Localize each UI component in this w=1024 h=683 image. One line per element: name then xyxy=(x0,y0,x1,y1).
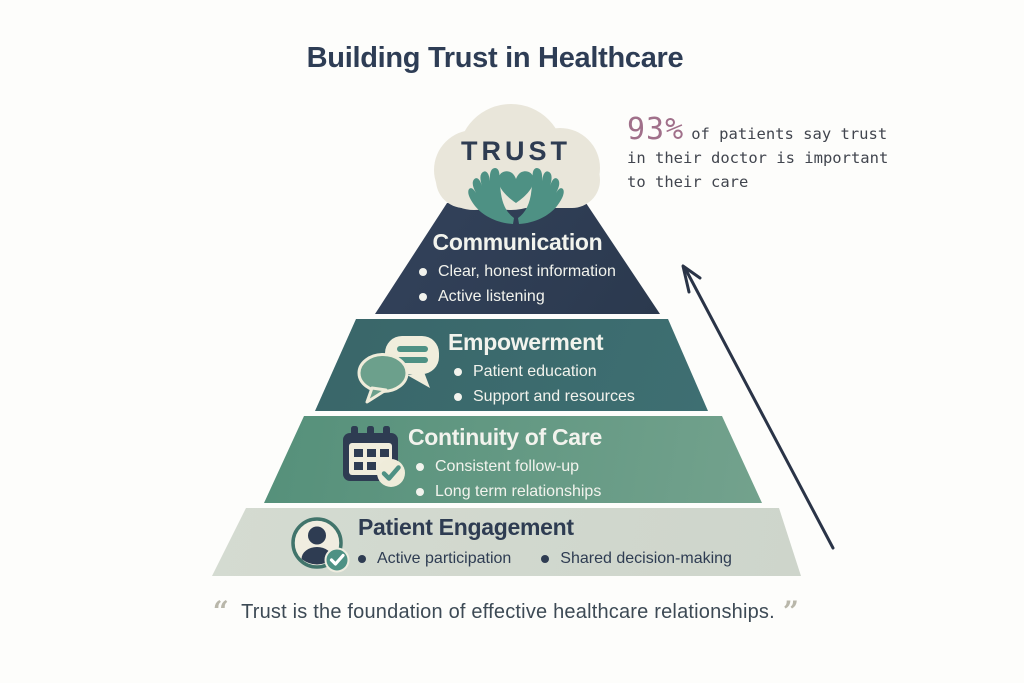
chat-bubbles-icon xyxy=(357,336,439,404)
level-text-empowerment: Empowerment Patient education Support an… xyxy=(448,329,698,406)
stat-line: in their doctor is important xyxy=(627,149,889,167)
bullet-item: Active participation xyxy=(358,550,511,568)
calendar-check-icon xyxy=(343,426,405,487)
bullet-label: Active participation xyxy=(377,550,512,567)
level-title: Continuity of Care xyxy=(408,424,602,450)
level-text-patient-engagement: Patient Engagement Active participation … xyxy=(358,514,758,568)
person-check-icon xyxy=(291,517,350,573)
bullet-item: Patient education xyxy=(454,363,698,381)
stat-line: to their care xyxy=(627,173,749,191)
stat-text: of patients say trust xyxy=(691,125,888,143)
level-title: Communication xyxy=(432,229,603,255)
level-title: Patient Engagement xyxy=(358,514,574,540)
level-title: Empowerment xyxy=(448,329,604,355)
bullet-item: Long term relationships xyxy=(416,483,698,501)
bullet-item: Clear, honest information xyxy=(419,263,660,281)
bullet-label: Shared decision-making xyxy=(560,550,732,567)
bullet-item: Support and resources xyxy=(454,388,698,406)
bullet-item: Shared decision-making xyxy=(541,550,732,568)
bullet-dot xyxy=(541,555,550,563)
trust-peak-label: TRUST xyxy=(461,136,571,166)
close-quote-mark: ” xyxy=(782,595,800,628)
bullet-dot xyxy=(416,488,424,496)
quote-text: Trust is the foundation of effective hea… xyxy=(241,601,775,623)
bullet-label: Active listening xyxy=(438,288,545,305)
stat-line: 93% of patients say trust xyxy=(627,115,917,146)
bullet-item: Consistent follow-up xyxy=(416,458,698,476)
bullet-label: Patient education xyxy=(473,363,597,380)
bullet-item: Active listening xyxy=(419,288,660,306)
bullet-dot xyxy=(419,268,427,276)
bullet-dot xyxy=(419,293,427,301)
bullet-label: Long term relationships xyxy=(435,483,602,500)
level-text-communication: Communication Clear, honest information … xyxy=(375,229,660,306)
stat-value: 93% xyxy=(627,112,685,147)
bullet-label: Consistent follow-up xyxy=(435,458,580,475)
quote: “ Trust is the foundation of effective he… xyxy=(0,592,1012,628)
level-text-continuity-of-care: Continuity of Care Consistent follow-up … xyxy=(408,424,698,501)
bullet-dot xyxy=(358,555,366,563)
bullet-label: Support and resources xyxy=(473,388,635,405)
page-title: Building Trust in Healthcare xyxy=(306,42,684,74)
hands-holding-heart-icon xyxy=(468,168,564,224)
bullet-label: Clear, honest information xyxy=(438,263,616,280)
bullet-dot xyxy=(454,368,462,376)
bullet-dot xyxy=(416,463,424,471)
bullet-dot xyxy=(454,393,462,401)
open-quote-mark: “ xyxy=(212,595,230,628)
stat-callout: 93% of patients say trust in their doctor… xyxy=(627,115,917,194)
